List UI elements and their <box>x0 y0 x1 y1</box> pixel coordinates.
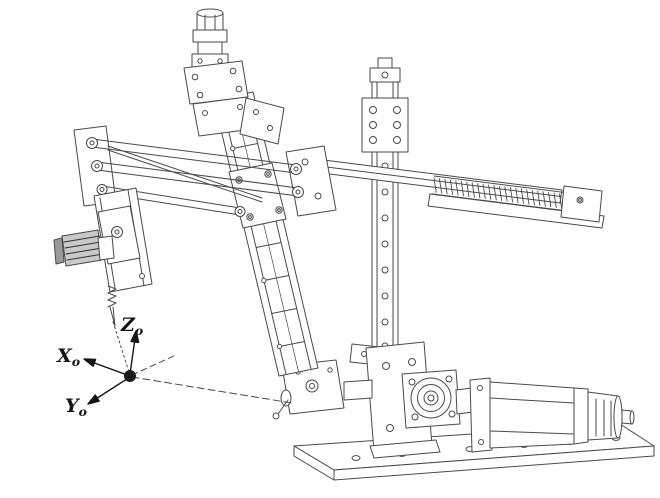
axis-label-x-sub: o <box>72 354 80 369</box>
end-effector <box>53 187 153 327</box>
arm-right-plate <box>285 145 337 217</box>
dashed-reference-line-long <box>131 376 293 404</box>
vertical-column <box>361 57 409 365</box>
coordinate-frame <box>83 321 293 405</box>
x-axis-arrowhead <box>83 358 97 367</box>
horizontal-rail <box>296 153 605 229</box>
pivot-clamp <box>272 359 373 420</box>
y-axis-arrow <box>95 376 131 400</box>
y-axis-arrowhead <box>87 394 100 405</box>
tool-motor-cap <box>53 237 65 265</box>
axis-label-z-sub: o <box>135 323 143 338</box>
axis-label-y: Yo <box>65 395 87 419</box>
rail-carriage <box>228 162 287 229</box>
dotted-reference-line <box>112 321 130 373</box>
dc-motor <box>469 377 635 453</box>
lead-screw-spring <box>431 175 570 212</box>
axis-label-x-main: X <box>56 345 73 367</box>
tool-spring <box>107 285 117 308</box>
z-axis-arrow <box>129 339 136 375</box>
column-mount-plate <box>361 97 409 153</box>
top-feed-actuator <box>183 8 285 145</box>
axis-label-z: Zo <box>120 314 143 338</box>
dashed-reference-line-short <box>131 354 177 376</box>
x-axis-arrow <box>92 361 131 377</box>
axis-label-x: Xo <box>56 345 80 369</box>
origin-dot <box>124 370 136 382</box>
side-plate <box>239 97 285 145</box>
axis-label-z-main: Z <box>120 314 136 336</box>
z-axis-arrowhead <box>130 330 140 344</box>
axis-label-y-sub: o <box>79 404 87 419</box>
base-assembly <box>293 341 655 481</box>
axis-label-y-main: Y <box>65 395 81 417</box>
rail-end-block <box>560 185 603 223</box>
arm-linkage <box>73 125 337 217</box>
top-bracket-plate <box>183 60 249 105</box>
